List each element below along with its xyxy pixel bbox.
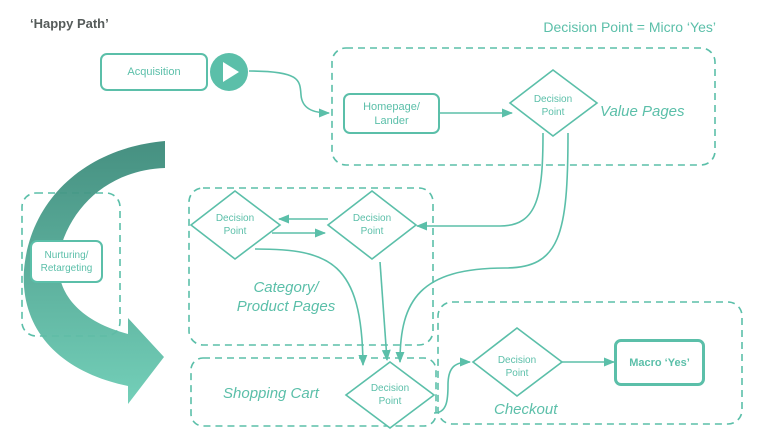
decision-label-category-1: Decision Point: [215, 213, 255, 237]
decision-point-category-2: [326, 189, 418, 261]
decision-label-category-2: Decision Point: [352, 213, 392, 237]
decision-point-cart: [344, 361, 436, 429]
acquisition-label: Acquisition: [127, 66, 181, 78]
nurturing-box: Nurturing/ Retargeting: [30, 240, 103, 283]
arrow-cart-to-checkout: [433, 357, 472, 414]
nurturing-label: Nurturing/ Retargeting: [40, 249, 93, 274]
legend-text: Decision Point = Micro ‘Yes’: [543, 19, 716, 35]
zone-label-value-pages: Value Pages: [600, 103, 685, 120]
zone-nurturing: [21, 192, 121, 337]
zone-category: [188, 187, 434, 346]
acquisition-box: Acquisition: [100, 53, 208, 91]
decision-point-category-1: [189, 189, 282, 261]
homepage-box: Homepage/ Lander: [343, 93, 440, 134]
zone-label-checkout: Checkout: [494, 401, 558, 418]
zone-value-pages: [331, 47, 716, 166]
arrow-value-to-cart: [395, 132, 569, 364]
curved-arrow-icon: [23, 141, 165, 404]
decision-label-cart: Decision Point: [370, 383, 410, 407]
zone-label-shopping-cart: Shopping Cart: [223, 385, 319, 402]
zone-checkout: [437, 301, 743, 425]
arrow-value-to-category: [415, 132, 544, 231]
macro-yes-box: Macro ‘Yes’: [614, 339, 705, 386]
decision-point-checkout: [471, 326, 564, 398]
decision-point-value: [508, 68, 599, 138]
decision-label-checkout: Decision Point: [497, 355, 537, 379]
decision-label-value: Decision Point: [533, 94, 573, 118]
page-title: ‘Happy Path’: [30, 16, 109, 31]
zone-shopping-cart: [190, 357, 437, 427]
macro-yes-label: Macro ‘Yes’: [629, 356, 690, 369]
arrow-acquisition-homepage: [248, 70, 331, 118]
arrow-dp2-to-cart: [379, 261, 391, 362]
homepage-label: Homepage/ Lander: [363, 100, 420, 127]
arrow-dp1-to-cart: [254, 248, 368, 367]
zone-label-category: Category/ Product Pages: [236, 279, 336, 315]
